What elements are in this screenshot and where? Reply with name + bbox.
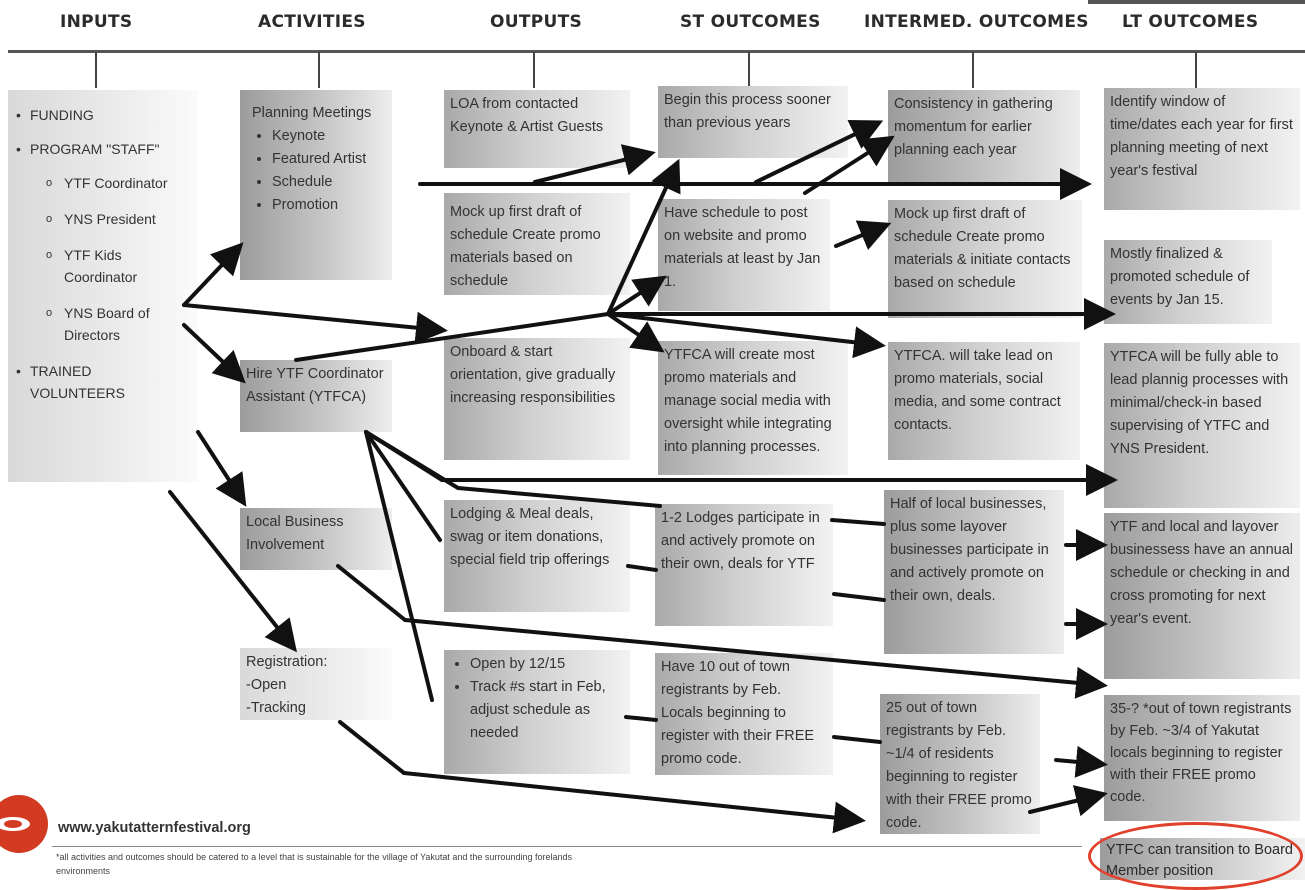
header-inputs: INPUTS	[60, 12, 133, 32]
input-kids-coordinator: YTF Kids Coordinator	[16, 244, 190, 288]
header-lt-outcomes: LT OUTCOMES	[1122, 12, 1259, 32]
logo-tern-dot	[4, 820, 22, 828]
st-registrants: Have 10 out of town registrants by Feb. …	[655, 653, 833, 775]
arrow-st-half	[830, 518, 886, 526]
header-activities: ACTIVITIES	[258, 12, 366, 32]
lt-finalized-schedule: Mostly finalized & promoted schedule of …	[1104, 240, 1272, 324]
arrow-open-st	[624, 715, 658, 722]
output-mockup: Mock up first draft of schedule Create p…	[444, 193, 630, 295]
intermed-registrants: 25 out of town registrants by Feb. ~1/4 …	[880, 694, 1040, 834]
planning-title: Planning Meetings	[252, 105, 372, 121]
arrow-reg-a	[338, 720, 406, 775]
footer-divider	[52, 846, 1082, 847]
open-track-item: Open by 12/15	[470, 653, 624, 676]
intermed-mockup: Mock up first draft of schedule Create p…	[888, 200, 1082, 318]
intermed-consistency: Consistency in gathering momentum for ea…	[888, 90, 1080, 186]
input-program-staff: PROGRAM "STAFF"	[16, 138, 190, 160]
column-connector	[1195, 52, 1197, 88]
arrow-local-a	[336, 564, 407, 622]
arrow-lodging-st	[626, 564, 658, 572]
website-url[interactable]: www.yakutatternfestival.org	[58, 820, 251, 836]
input-yns-president: YNS President	[16, 208, 190, 230]
activity-local-business: Local Business Involvement	[240, 508, 392, 570]
planning-item: Promotion	[272, 194, 380, 217]
output-lodging: Lodging & Meal deals, swag or item donat…	[444, 500, 630, 612]
planning-item: Keynote	[272, 125, 380, 148]
column-connector	[318, 52, 320, 88]
activity-hire-ytfca: Hire YTF Coordinator Assistant (YTFCA)	[240, 360, 392, 432]
arrow-inputs-local	[196, 430, 247, 507]
inputs-box: FUNDING PROGRAM "STAFF" YTF Coordinator …	[8, 90, 198, 482]
output-onboard: Onboard & start orientation, give gradua…	[444, 338, 630, 460]
arrow-reg-intermed	[402, 771, 866, 834]
intermed-ytfca: YTFCA. will take lead on promo materials…	[888, 342, 1080, 460]
column-connector	[972, 52, 974, 88]
activity-registration: Registration: -Open -Tracking	[240, 648, 392, 720]
input-ytf-coordinator: YTF Coordinator	[16, 172, 190, 194]
st-ytfca: YTFCA will create most promo materials a…	[658, 341, 848, 475]
column-connector	[748, 52, 750, 88]
arrow-st-half-2	[832, 592, 886, 602]
column-connector	[533, 52, 535, 88]
intermed-half-businesses: Half of local businesses, plus some layo…	[884, 490, 1064, 654]
st-lodges: 1-2 Lodges participate in and actively p…	[655, 504, 833, 626]
input-trained-volunteers: TRAINED VOLUNTEERS	[16, 360, 190, 404]
activity-planning-meetings: Planning Meetings Keynote Featured Artis…	[240, 90, 392, 280]
arrow-intermed-lt-reg-2	[1028, 785, 1108, 817]
lt-local-businesses: YTF and local and layover businessess ha…	[1104, 513, 1300, 679]
planning-item: Schedule	[272, 171, 380, 194]
footnote: *all activities and outcomes should be c…	[56, 852, 572, 876]
lt-registrants: 35-? *out of town registrants by Feb. ~3…	[1104, 695, 1300, 821]
header-st-outcomes: ST OUTCOMES	[680, 12, 821, 32]
header-intermed-outcomes: INTERMED. OUTCOMES	[864, 12, 1089, 32]
column-connector	[95, 52, 97, 88]
arrow-st-intermed-mockup	[834, 220, 892, 250]
arrow-hire-fan	[364, 430, 444, 482]
arrow-st-intermed-reg	[832, 735, 882, 744]
arrow-intermed-lt-reg	[1054, 745, 1108, 778]
st-begin-sooner: Begin this process sooner than previous …	[658, 86, 848, 158]
open-track-list: Open by 12/15 Track #s start in Feb, adj…	[450, 653, 624, 745]
planning-item: Featured Artist	[272, 148, 380, 171]
lt-header-overline	[1088, 0, 1305, 4]
planning-list: Keynote Featured Artist Schedule Promoti…	[252, 125, 380, 217]
header-outputs: OUTPUTS	[490, 12, 583, 32]
output-loa: LOA from contacted Keynote & Artist Gues…	[444, 90, 630, 168]
lt-identify-window: Identify window of time/dates each year …	[1104, 88, 1300, 210]
festival-logo	[0, 795, 48, 853]
input-yns-board: YNS Board of Directors	[16, 302, 190, 346]
lt-ytfca-lead: YTFCA will be fully able to lead plannig…	[1104, 343, 1300, 508]
output-open-track: Open by 12/15 Track #s start in Feb, adj…	[444, 650, 630, 774]
arrow-inputs-onboard	[182, 303, 448, 344]
header-divider	[8, 50, 1305, 53]
st-schedule: Have schedule to post on website and pro…	[658, 199, 830, 311]
open-track-item: Track #s start in Feb, adjust schedule a…	[470, 676, 624, 745]
input-funding: FUNDING	[16, 104, 190, 126]
